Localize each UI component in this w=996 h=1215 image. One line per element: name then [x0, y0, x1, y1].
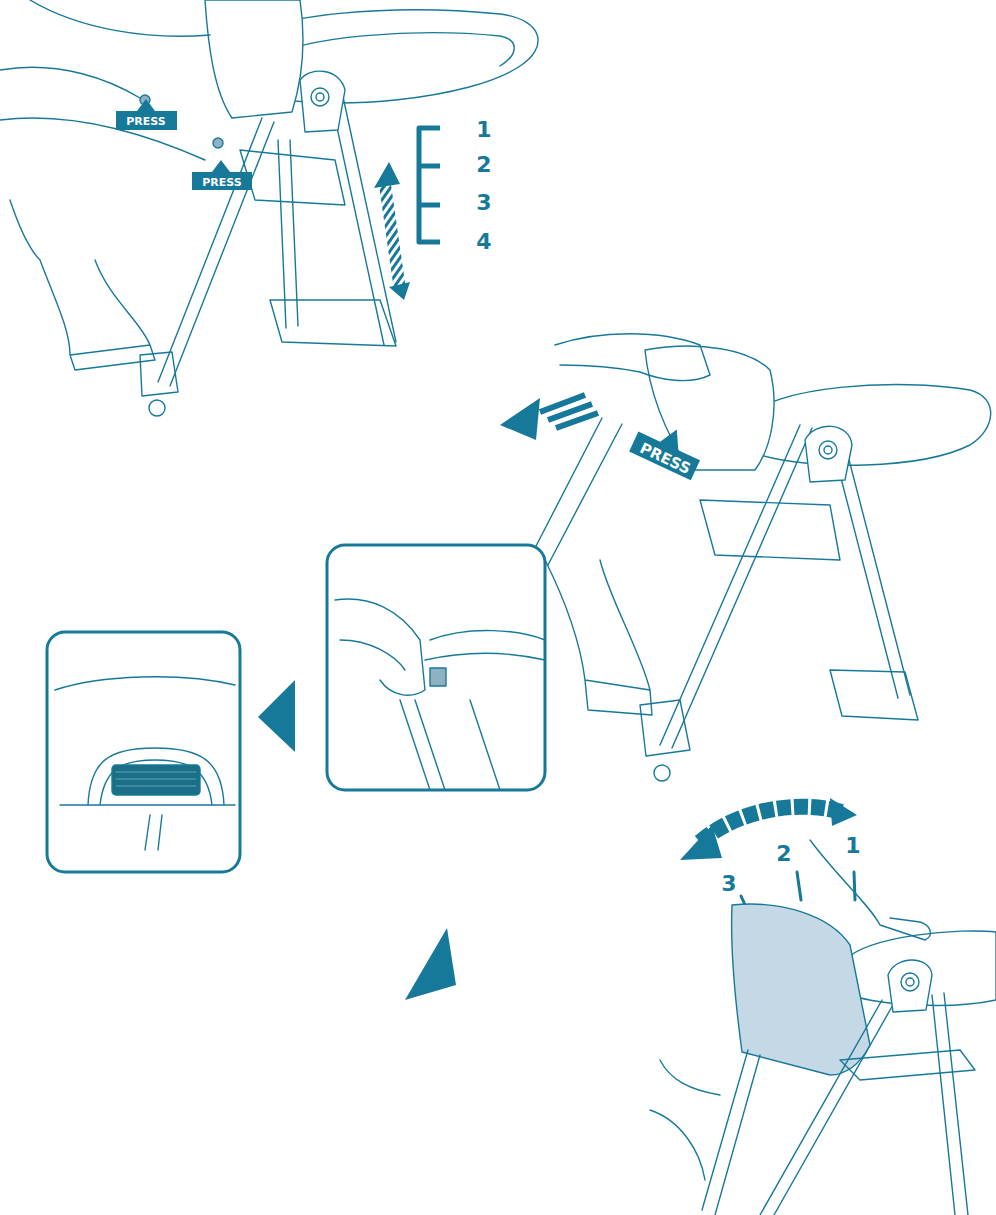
front-leg — [760, 1000, 894, 1215]
hub-knob — [819, 441, 837, 459]
wheel — [654, 765, 670, 781]
detail-frame — [327, 545, 545, 790]
hub-knob — [906, 978, 914, 986]
front-leg — [158, 118, 274, 386]
height-position-number: 1 — [476, 119, 491, 141]
foot-base — [640, 700, 690, 756]
seat-back — [205, 0, 303, 118]
hub-knob — [311, 88, 329, 106]
press-label: PRESS — [126, 116, 165, 127]
height-position-number: 4 — [476, 231, 491, 253]
detail-seat — [55, 677, 235, 850]
pivot-hub — [300, 71, 345, 132]
pointer-triangle — [258, 680, 295, 752]
arrow-head — [680, 798, 857, 860]
footrest — [270, 300, 396, 346]
height-position-number: 2 — [476, 154, 491, 176]
rear-leg — [702, 993, 968, 1215]
release-button — [112, 765, 200, 795]
tray-rim — [268, 33, 514, 66]
seat — [240, 150, 345, 205]
arrow-head — [500, 398, 540, 440]
wheel — [149, 400, 165, 416]
tray — [745, 385, 991, 466]
press-arrow — [192, 160, 252, 190]
hub-knob — [901, 973, 919, 991]
recline-arrow — [700, 807, 842, 842]
detail-hand — [335, 599, 425, 695]
recline-arrow — [540, 395, 598, 428]
press-arrow — [629, 415, 708, 480]
person-leg — [650, 1060, 720, 1180]
pivot-hub — [805, 426, 852, 482]
seat — [840, 1050, 975, 1080]
foot-base — [140, 352, 178, 396]
pivot-hub — [888, 960, 932, 1012]
height-bracket — [419, 128, 440, 242]
press-arrow — [116, 99, 177, 130]
person-arm — [0, 0, 210, 160]
pointer-triangle — [405, 928, 456, 1000]
recline-position-number: 2 — [776, 843, 791, 865]
recline-position-number: 1 — [845, 835, 860, 857]
leader-line — [535, 418, 622, 565]
seat-back — [732, 904, 870, 1075]
footrest — [830, 670, 918, 720]
height-arrow — [385, 185, 400, 290]
recline-position-number: 3 — [721, 873, 736, 895]
height-position-number: 3 — [476, 192, 491, 214]
hub-knob — [316, 93, 324, 101]
release-knob — [213, 138, 223, 148]
person-leg — [545, 560, 652, 715]
release-lever — [430, 668, 446, 686]
arrow-head — [374, 162, 410, 300]
person-hand — [555, 334, 710, 381]
seat — [700, 500, 840, 560]
press-label: PRESS — [202, 177, 241, 188]
rear-leg — [835, 452, 910, 698]
hub-knob — [824, 446, 832, 454]
detail-frame — [47, 632, 240, 872]
button-ridges — [116, 772, 196, 786]
person-leg — [10, 200, 155, 370]
